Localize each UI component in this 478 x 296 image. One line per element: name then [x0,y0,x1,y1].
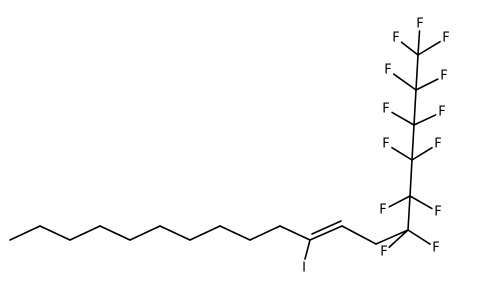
single-bond [407,195,411,231]
bond-layer [9,30,441,260]
single-bond [189,225,221,241]
fluorine-atom-label: F [379,203,386,218]
fluorine-atom-label: F [392,31,399,46]
atom-label-layer: F F F F F F F F F F F F F I [302,17,450,276]
carbon-fluorine-bond [391,146,413,161]
single-bond [99,225,131,241]
iodine-atom-label: I [302,261,306,276]
carbon-fluorine-bond [409,195,433,210]
carbon-fluorine-bond [415,78,439,91]
single-bond [129,225,161,241]
fluorine-atom-label: F [380,245,387,260]
fluorine-atom-label: F [382,137,389,152]
fluorine-atom-label: F [432,241,439,256]
single-bond [309,225,343,241]
single-bond [9,225,41,241]
single-bond [279,225,311,241]
single-bond [341,225,377,245]
single-bond [413,89,417,126]
carbon-fluorine-bond [417,30,421,56]
carbon-fluorine-bond [417,40,441,56]
single-bond [219,225,251,241]
carbon-fluorine-bond [388,229,409,249]
fluorine-atom-label: F [384,63,391,78]
single-bond [39,225,71,241]
fluorine-atom-label: F [442,31,449,46]
carbon-iodine-bond [304,239,311,260]
carbon-fluorine-bond [388,195,411,208]
fluorine-atom-label: F [438,105,445,120]
carbon-fluorine-bond [400,41,419,56]
carbon-fluorine-bond [391,111,415,126]
single-bond [411,124,415,161]
fluorine-atom-label: F [434,205,441,220]
carbon-fluorine-bond [407,229,431,246]
single-bond [415,54,419,91]
single-bond [159,225,191,241]
fluorine-atom-label: F [440,69,447,84]
single-bond [409,159,413,197]
single-bond [69,225,101,241]
double-bond-inner-line [311,220,342,235]
single-bond [249,225,281,241]
carbon-fluorine-bond [392,73,417,91]
fluorine-atom-label: F [382,102,389,117]
single-bond [375,229,409,245]
fluorine-atom-label: F [434,137,441,152]
carbon-fluorine-bond [411,146,433,161]
carbon-fluorine-bond [413,114,437,126]
fluorine-atom-label: F [416,17,423,32]
